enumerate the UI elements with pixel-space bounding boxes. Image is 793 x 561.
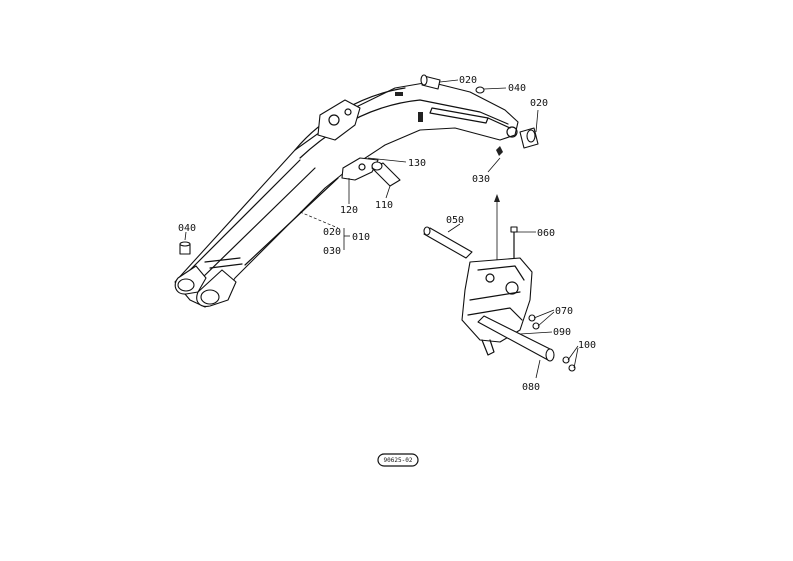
- callout-030-mid: 030: [323, 246, 341, 257]
- callout-040-top: 040: [508, 83, 526, 94]
- callout-120: 120: [340, 205, 358, 216]
- callout-010: 010: [352, 232, 370, 243]
- callout-090: 090: [553, 327, 571, 338]
- reference-code: 90625-02: [384, 457, 413, 464]
- callout-020-mid: 020: [323, 227, 341, 238]
- pin-110: [371, 161, 401, 187]
- link-assembly: [423, 194, 576, 372]
- arm-boom: [174, 81, 519, 308]
- callout-080: 080: [522, 382, 540, 393]
- callout-110: 110: [375, 200, 393, 211]
- callout-030-right: 030: [472, 174, 490, 185]
- callout-130: 130: [408, 158, 426, 169]
- callout-050: 050: [446, 215, 464, 226]
- pin-020-right: [519, 127, 539, 149]
- pin-020-top: [420, 74, 441, 90]
- callout-070: 070: [555, 306, 573, 317]
- bolt-040-left: [179, 241, 191, 255]
- reference-badge: 90625-02: [377, 453, 419, 467]
- callout-040-left: 040: [178, 223, 196, 234]
- callout-100: 100: [578, 340, 596, 351]
- bolt-040-top: [475, 86, 485, 94]
- callout-020-right: 020: [530, 98, 548, 109]
- callout-060: 060: [537, 228, 555, 239]
- callout-020-top: 020: [459, 75, 477, 86]
- nipple-030: [496, 146, 503, 156]
- leader-lines: [184, 79, 579, 379]
